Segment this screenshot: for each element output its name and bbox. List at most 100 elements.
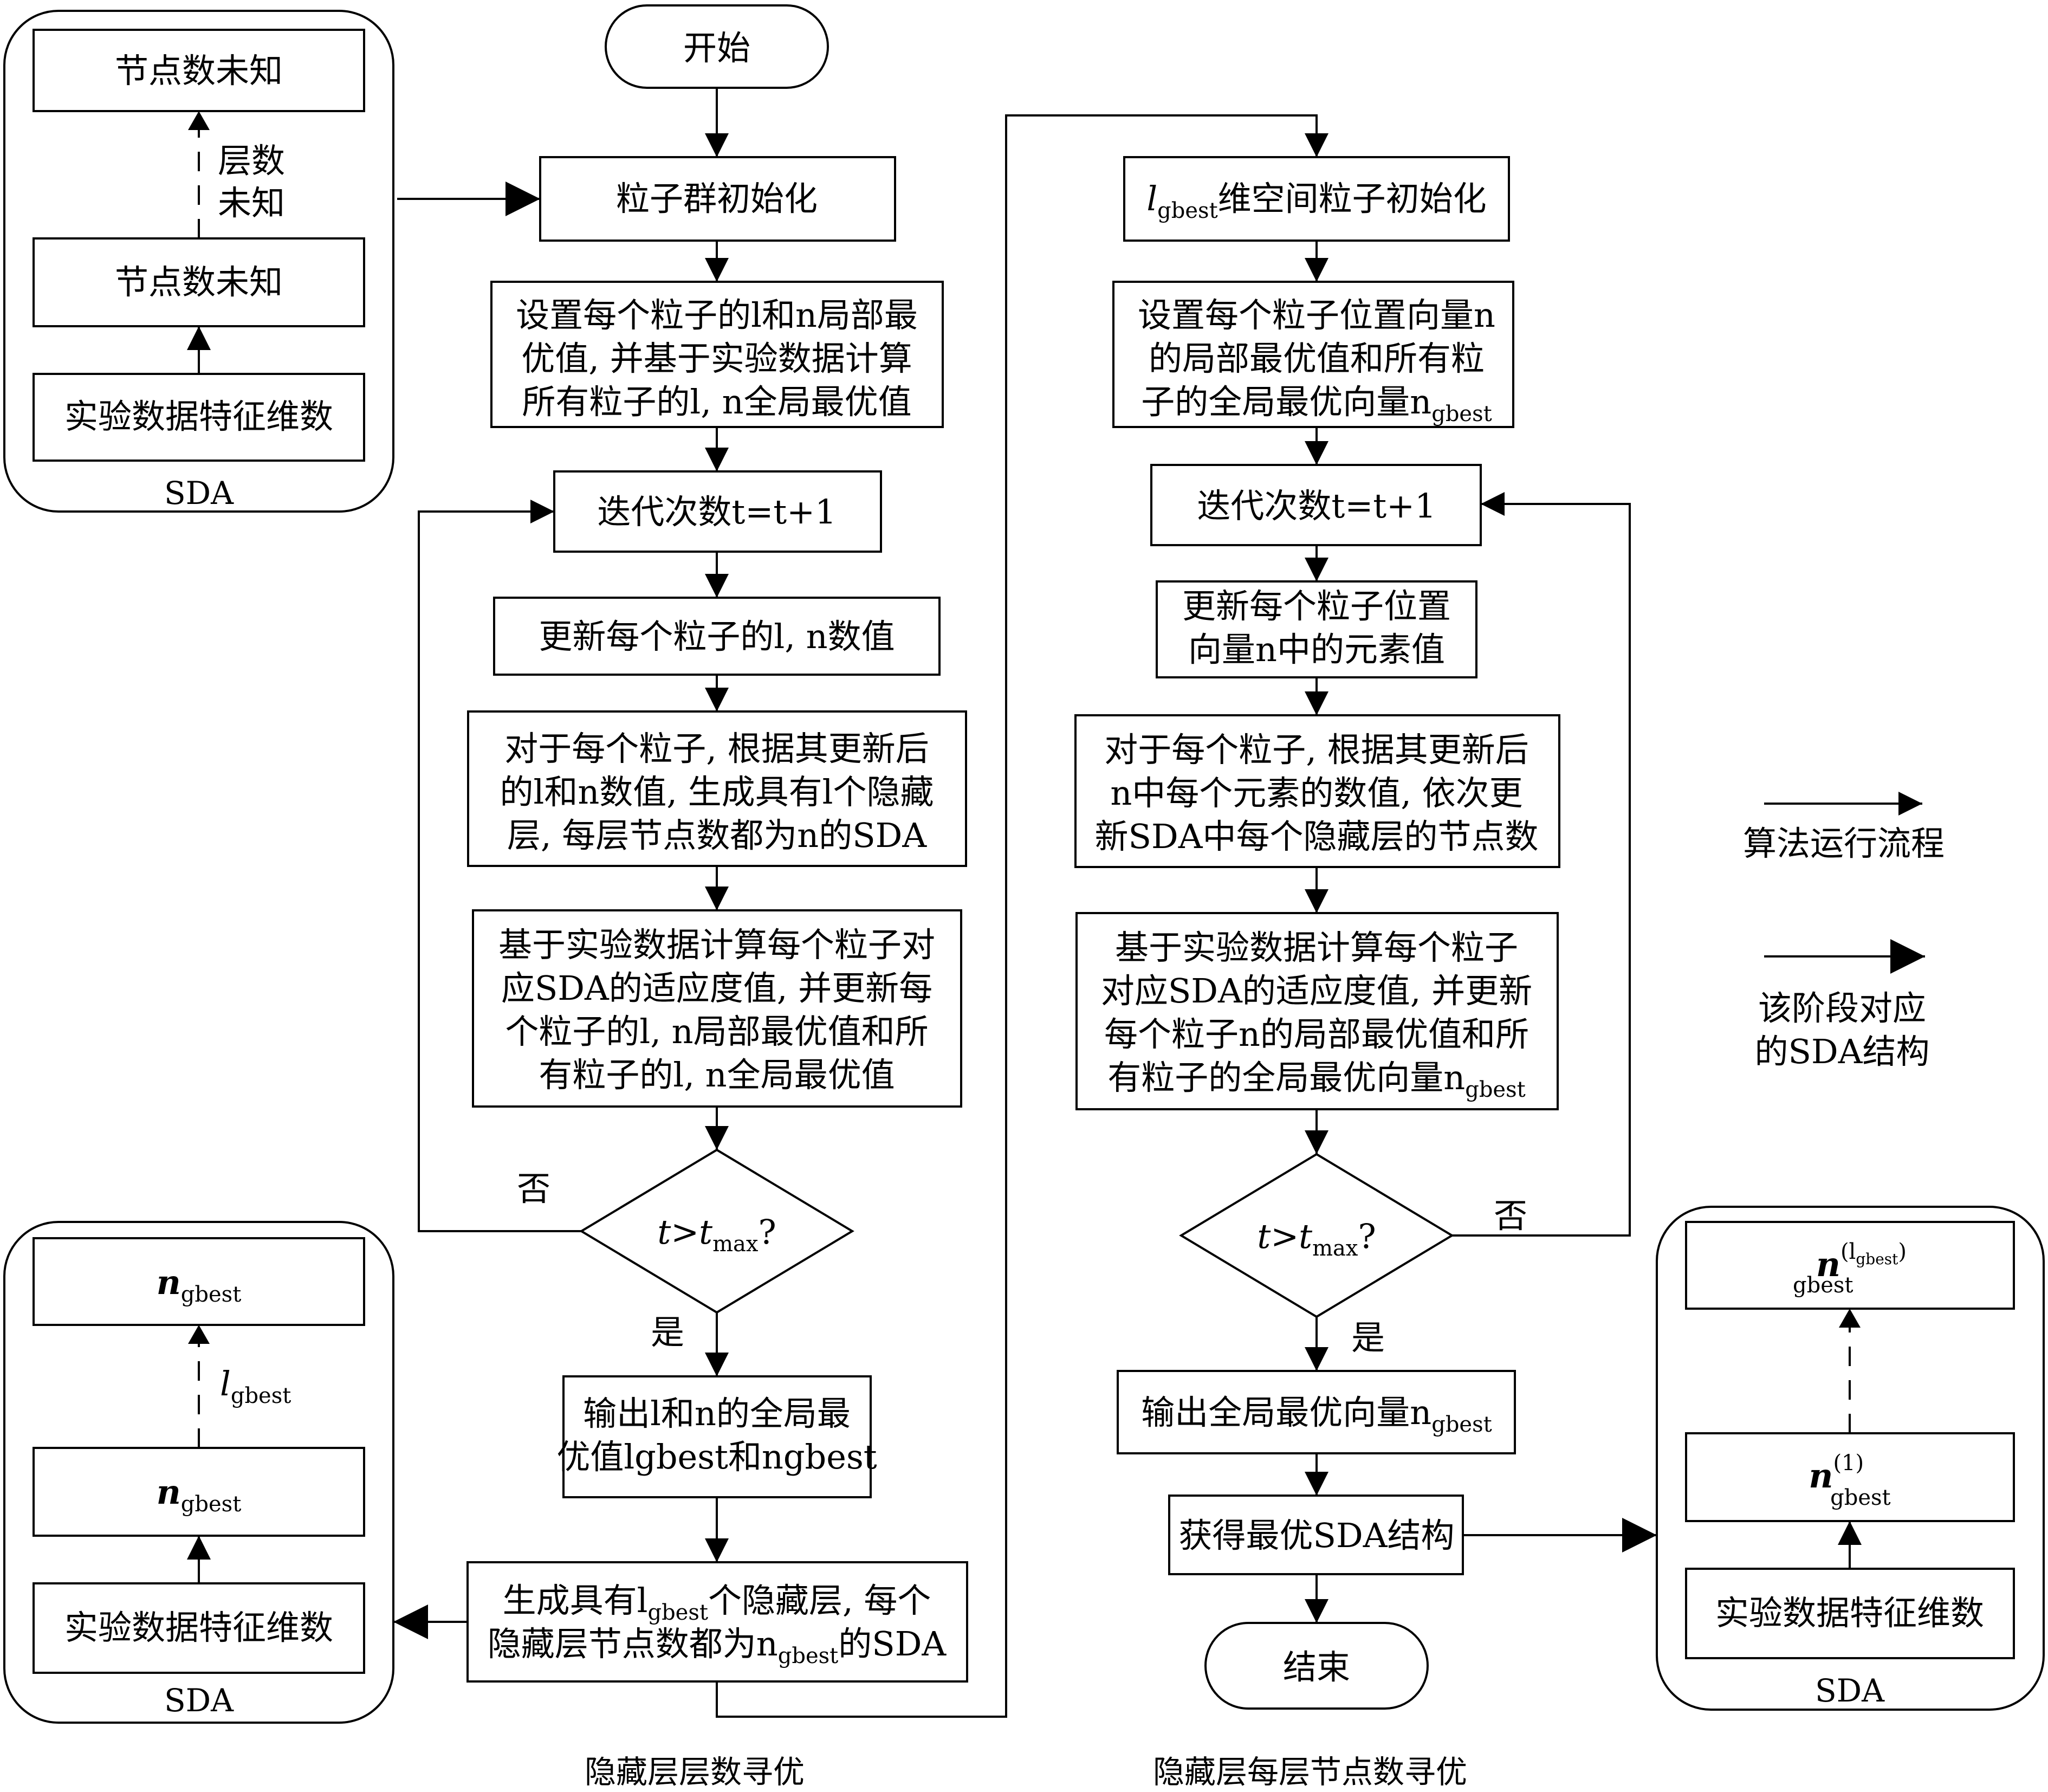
sda-node-bottom	[33, 1582, 365, 1674]
iter-label: 迭代次数t=t+1	[1197, 486, 1436, 526]
flow-node-count-optimization: lgbest维空间粒子初始化 设置每个粒子位置向量n 的局部最优值和所有粒 子的…	[1074, 156, 1657, 1790]
sda-structure-bottom-left: ngbest lgbest ngbest 实验数据特征维数 SDA	[3, 1221, 394, 1724]
set-box	[1112, 281, 1514, 428]
sda-node-top-sup-close: )	[1898, 1239, 1907, 1264]
start-label: 开始	[683, 28, 750, 68]
sda-node-mid-sup: (1)	[1833, 1451, 1864, 1476]
edge-no-loop	[418, 500, 581, 1232]
init-label: 粒子群初始化	[616, 179, 818, 218]
fitness-line-4-a: 有粒子的全局最优向量n	[1107, 1058, 1465, 1097]
sda-node-top	[33, 29, 365, 112]
condition-main: t>t	[1257, 1217, 1312, 1256]
obtain-box	[1168, 1495, 1464, 1575]
update-label: 更新每个粒子的l, n数值	[539, 617, 895, 656]
fitness-line-4-sub: gbest	[1465, 1077, 1525, 1102]
dashed-label-main: l	[220, 1364, 231, 1403]
final-line-2-a: 隐藏层节点数都为n	[488, 1624, 778, 1664]
sda-node-mid-sub: gbest	[181, 1492, 241, 1517]
final-line-2: 隐藏层节点数都为ngbest的SDA	[488, 1624, 947, 1668]
set-box	[490, 281, 944, 428]
condition-diamond	[579, 1148, 854, 1314]
sda-node-mid	[1685, 1432, 2015, 1522]
condition-label: t>tmax?	[1257, 1217, 1376, 1261]
dashed-label-layers: 层数	[218, 141, 285, 180]
sda-node-bottom	[1685, 1568, 2015, 1659]
legend-sda-label-2: 的SDA结构	[1755, 1032, 1930, 1071]
legend-sda-label-1: 该阶段对应	[1758, 988, 1926, 1028]
sda-node-mid-main: n	[1809, 1456, 1833, 1496]
generate-line-2: 的l和n数值, 生成具有l个隐藏	[500, 772, 934, 812]
update-sda-line-3: 新SDA中每个隐藏层的节点数	[1095, 817, 1539, 856]
output-a: 输出全局最优向量n	[1141, 1393, 1431, 1432]
sda-node-top	[1685, 1221, 2015, 1310]
set-line-3: 所有粒子的l, n全局最优值	[522, 382, 911, 422]
output-box	[562, 1375, 872, 1498]
fitness-line-1: 基于实验数据计算每个粒子对	[498, 925, 935, 965]
yes-label: 是	[651, 1312, 684, 1352]
yes-label: 是	[1351, 1318, 1385, 1357]
space-init-label: lgbest维空间粒子初始化	[1146, 179, 1486, 223]
condition-diamond	[1179, 1153, 1454, 1318]
sda-node-mid-label: ngbest	[157, 1472, 242, 1517]
init-box	[539, 156, 896, 242]
sda-node-bottom	[33, 373, 365, 462]
output-sub: gbest	[1431, 1412, 1492, 1437]
set-line-1: 设置每个粒子位置向量n	[1138, 295, 1495, 335]
sda-caption: SDA	[164, 475, 234, 512]
fitness-line-1: 基于实验数据计算每个粒子	[1115, 928, 1518, 967]
final-line-1-sub: gbest	[647, 1600, 708, 1625]
sda-node-top-sup-sub: gbest	[1856, 1250, 1898, 1268]
legend: 算法运行流程 该阶段对应 的SDA结构	[1743, 792, 1945, 1071]
sda-node-top-label: ngbest	[157, 1263, 242, 1307]
space-init-main: l	[1146, 179, 1157, 218]
iter-box	[1150, 464, 1482, 546]
flow-layer-count-optimization: 开始 粒子群初始化 设置每个粒子的l和n局部最 优值, 并基于实验数据计算 所有…	[393, 4, 968, 1790]
sda-node-bottom-label: 实验数据特征维数	[64, 397, 333, 436]
sda-node-mid	[33, 237, 365, 327]
output-label: 输出全局最优向量ngbest	[1141, 1393, 1492, 1437]
output-line-1: 输出l和n的全局最	[583, 1394, 851, 1433]
no-label: 否	[1494, 1196, 1527, 1235]
arrow-head	[188, 1325, 210, 1344]
sda-node-top-label: 节点数未知	[115, 51, 283, 90]
set-line-3: 子的全局最优向量ngbest	[1141, 382, 1492, 426]
fitness-line-3: 个粒子的l, n局部最优值和所	[505, 1012, 928, 1051]
final-box	[466, 1561, 968, 1683]
final-line-2-b: 的SDA	[838, 1624, 947, 1664]
final-line-2-sub: gbest	[778, 1644, 838, 1668]
sda-node-bottom-label: 实验数据特征维数	[1715, 1593, 1984, 1633]
sda-node-mid-label: 节点数未知	[115, 262, 283, 302]
space-init-box	[1123, 156, 1510, 242]
dashed-label-sub: gbest	[231, 1383, 291, 1408]
sda-node-top-sup: (l	[1840, 1239, 1856, 1264]
fitness-line-3: 每个粒子n的局部最优值和所	[1104, 1014, 1529, 1054]
sda-node-mid-label: n(1)gbest	[1809, 1451, 1890, 1510]
flow-caption-node-count: 隐藏层每层节点数寻优	[1153, 1754, 1467, 1790]
set-line-3-sub: gbest	[1431, 402, 1492, 426]
condition-end: ?	[1358, 1217, 1376, 1256]
fitness-line-2: 对应SDA的适应度值, 并更新	[1101, 971, 1532, 1011]
end-terminal	[1204, 1622, 1429, 1710]
dashed-label: lgbest	[220, 1364, 291, 1408]
condition-label: t>tmax?	[657, 1212, 776, 1257]
sda-node-top-sub: gbest	[181, 1282, 241, 1307]
final-line-1-a: 生成具有l	[503, 1581, 648, 1620]
generate-line-1: 对于每个粒子, 根据其更新后	[504, 729, 929, 768]
space-init-rest: 维空间粒子初始化	[1218, 179, 1487, 218]
condition-sub: max	[712, 1232, 759, 1257]
final-line-1: 生成具有lgbest个隐藏层, 每个	[503, 1581, 931, 1625]
final-line-1-b: 个隐藏层, 每个	[708, 1581, 931, 1620]
output-line-2: 优值lgbest和ngbest	[556, 1437, 877, 1477]
set-line-3-a: 子的全局最优向量n	[1141, 382, 1431, 422]
end-label: 结束	[1283, 1647, 1350, 1687]
sda-node-mid	[33, 1447, 365, 1537]
set-line-2: 优值, 并基于实验数据计算	[521, 339, 912, 378]
fitness-box	[472, 909, 962, 1108]
flow-caption-layer-count: 隐藏层层数寻优	[585, 1754, 805, 1790]
obtain-label: 获得最优SDA结构	[1179, 1516, 1455, 1555]
legend-flow-label: 算法运行流程	[1743, 824, 1945, 863]
no-label: 否	[517, 1169, 550, 1208]
iter-box	[553, 470, 882, 553]
edge-no-loop	[1452, 492, 1631, 1237]
update-box	[1156, 580, 1477, 678]
